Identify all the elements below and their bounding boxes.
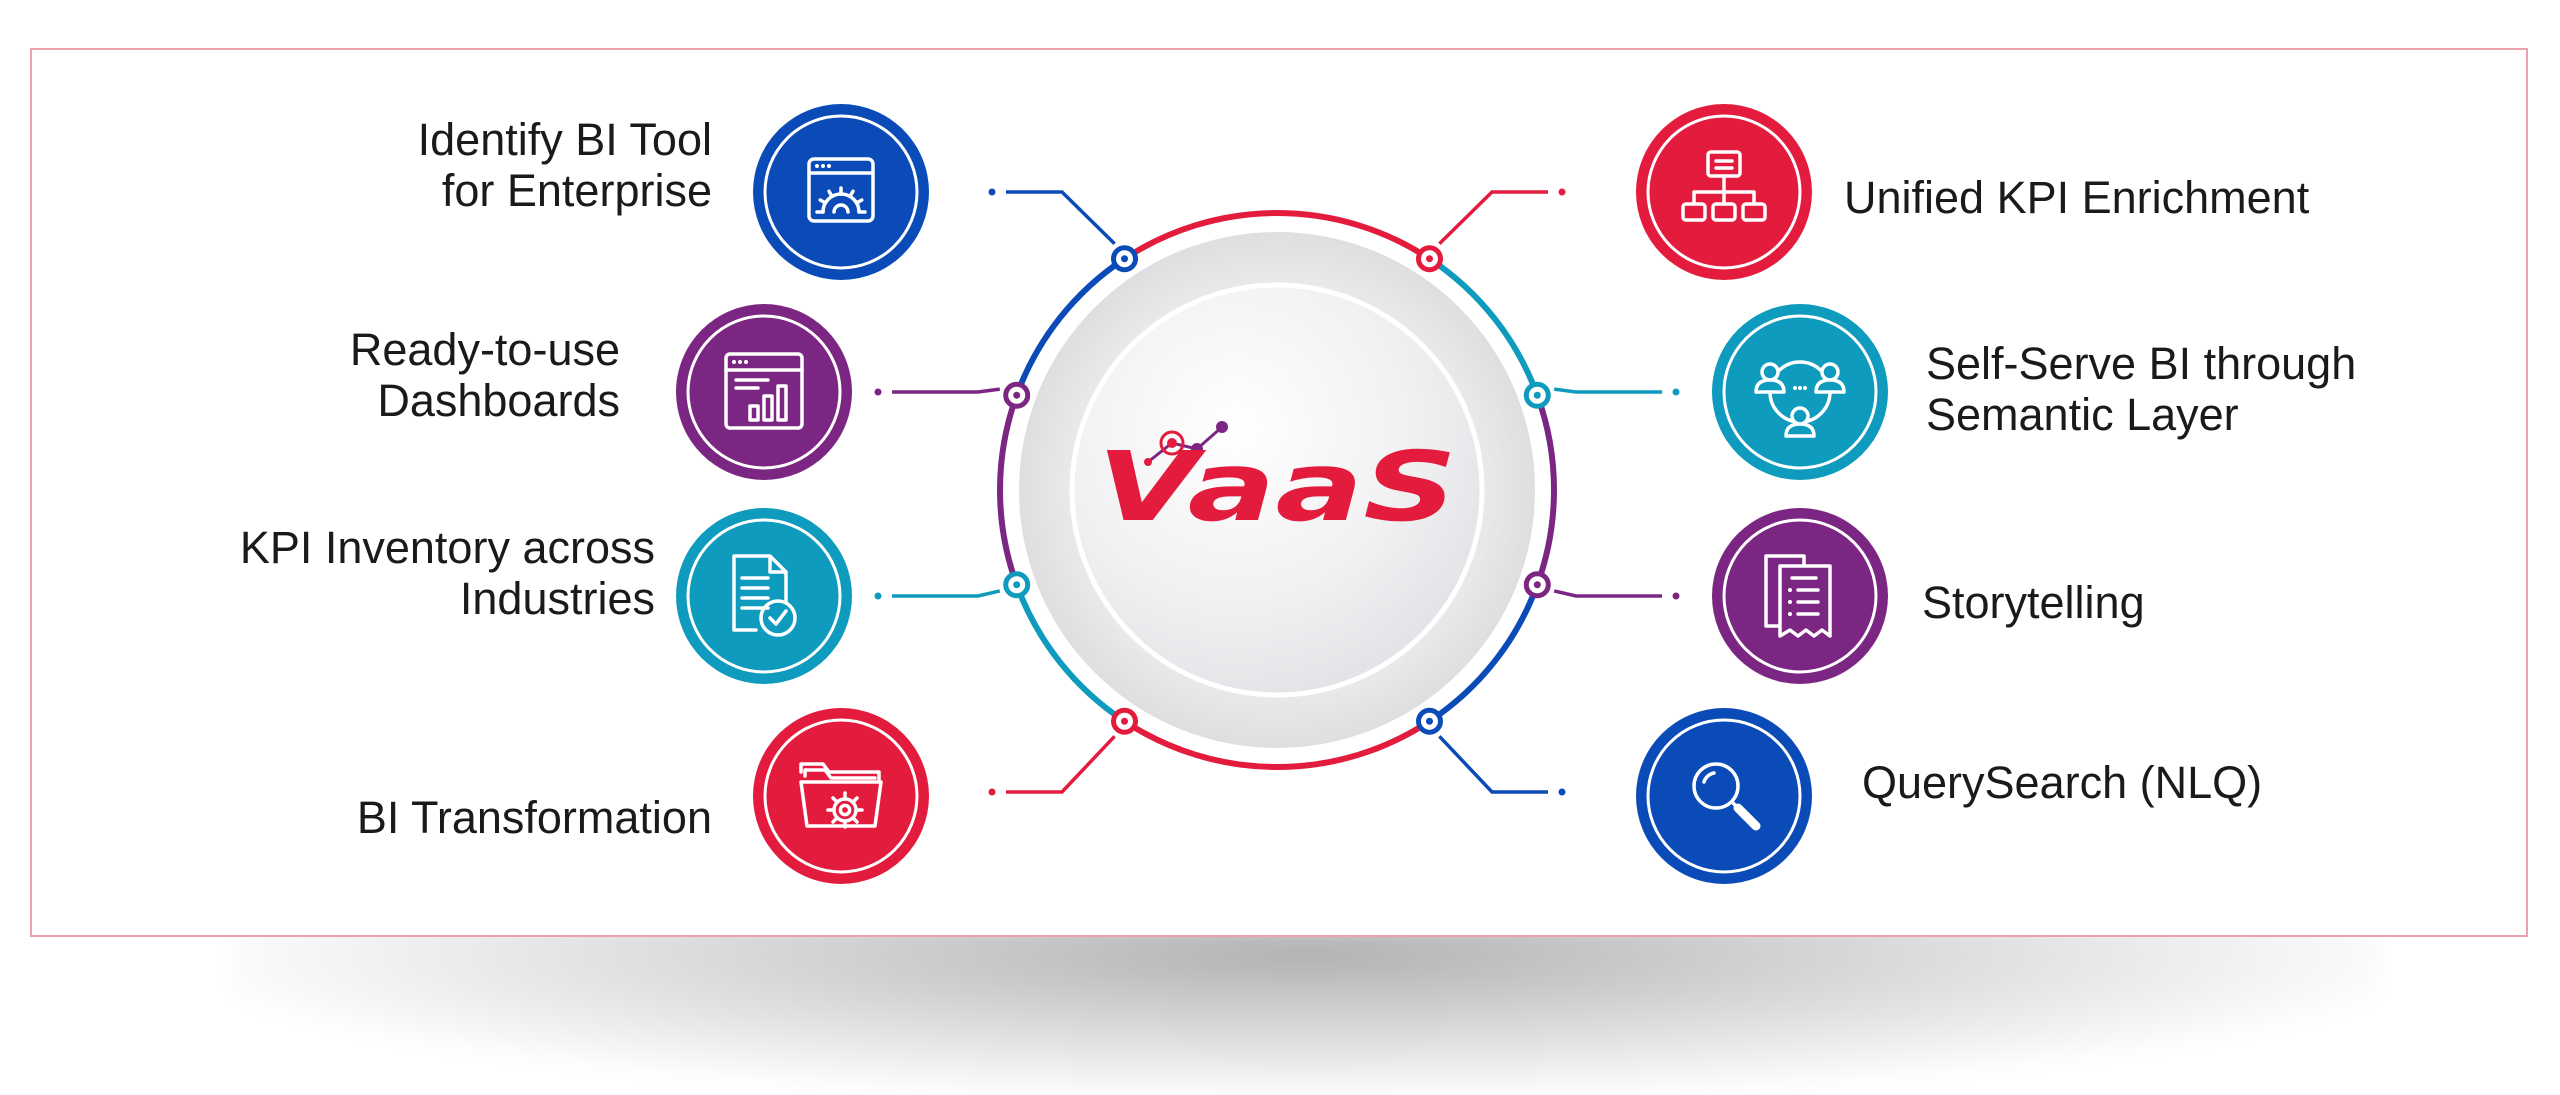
card-shadow	[230, 925, 2380, 1095]
magnifier-icon	[1692, 762, 1761, 831]
feature-node	[1712, 304, 1888, 480]
hub-ring	[997, 210, 1557, 770]
connector-kpi-inventory	[874, 571, 1031, 600]
logo-trend-mark	[1144, 421, 1228, 466]
ring-arc-left	[997, 394, 1020, 586]
feature-node	[1712, 508, 1888, 684]
connector-dashboards	[874, 381, 1031, 409]
connector-self-serve	[1523, 381, 1680, 409]
feature-node	[753, 708, 929, 884]
label-bi-transformation: BI Transformation	[356, 792, 712, 843]
connector-querysearch	[1415, 707, 1566, 796]
vaas-logo: VaaS	[1097, 421, 1457, 543]
ring-arc-lower-right	[1427, 583, 1541, 724]
ring-arc-upper-left	[1013, 256, 1127, 397]
hub-inner-disc	[1069, 282, 1485, 698]
ring-arc-bottom	[1122, 718, 1432, 770]
ring-arc-upper-right	[1427, 256, 1541, 397]
connector-bi-transformation	[988, 707, 1139, 796]
ring-arc-top	[1122, 210, 1432, 262]
connector-storytelling	[1523, 571, 1680, 600]
feature-nodes	[676, 104, 1888, 884]
documents-icon	[1764, 554, 1832, 638]
document-check-icon	[732, 554, 797, 637]
dashboard-chart-icon	[724, 352, 804, 430]
hub-disc	[1019, 232, 1535, 748]
label-storytelling: Storytelling	[1922, 577, 2145, 628]
label-unified-kpi: Unified KPI Enrichment	[1844, 172, 2310, 223]
logo-wordmark: VaaS	[1097, 431, 1457, 543]
label-querysearch: QuerySearch (NLQ)	[1862, 757, 2263, 808]
ring-arc-lower-left	[1013, 583, 1127, 724]
feature-node	[1636, 708, 1812, 884]
connector-identify-bi-tool	[988, 188, 1139, 273]
feature-node	[753, 104, 929, 280]
feature-node	[676, 508, 852, 684]
folder-gear-icon	[799, 762, 883, 829]
hierarchy-icon	[1681, 150, 1767, 222]
users-network-icon	[1754, 360, 1846, 438]
feature-node	[676, 304, 852, 480]
ring-arc-right	[1534, 394, 1557, 586]
browser-settings-icon	[807, 157, 875, 223]
connector-unified-kpi	[1415, 188, 1566, 273]
feature-node	[1636, 104, 1812, 280]
connectors	[874, 188, 1680, 796]
